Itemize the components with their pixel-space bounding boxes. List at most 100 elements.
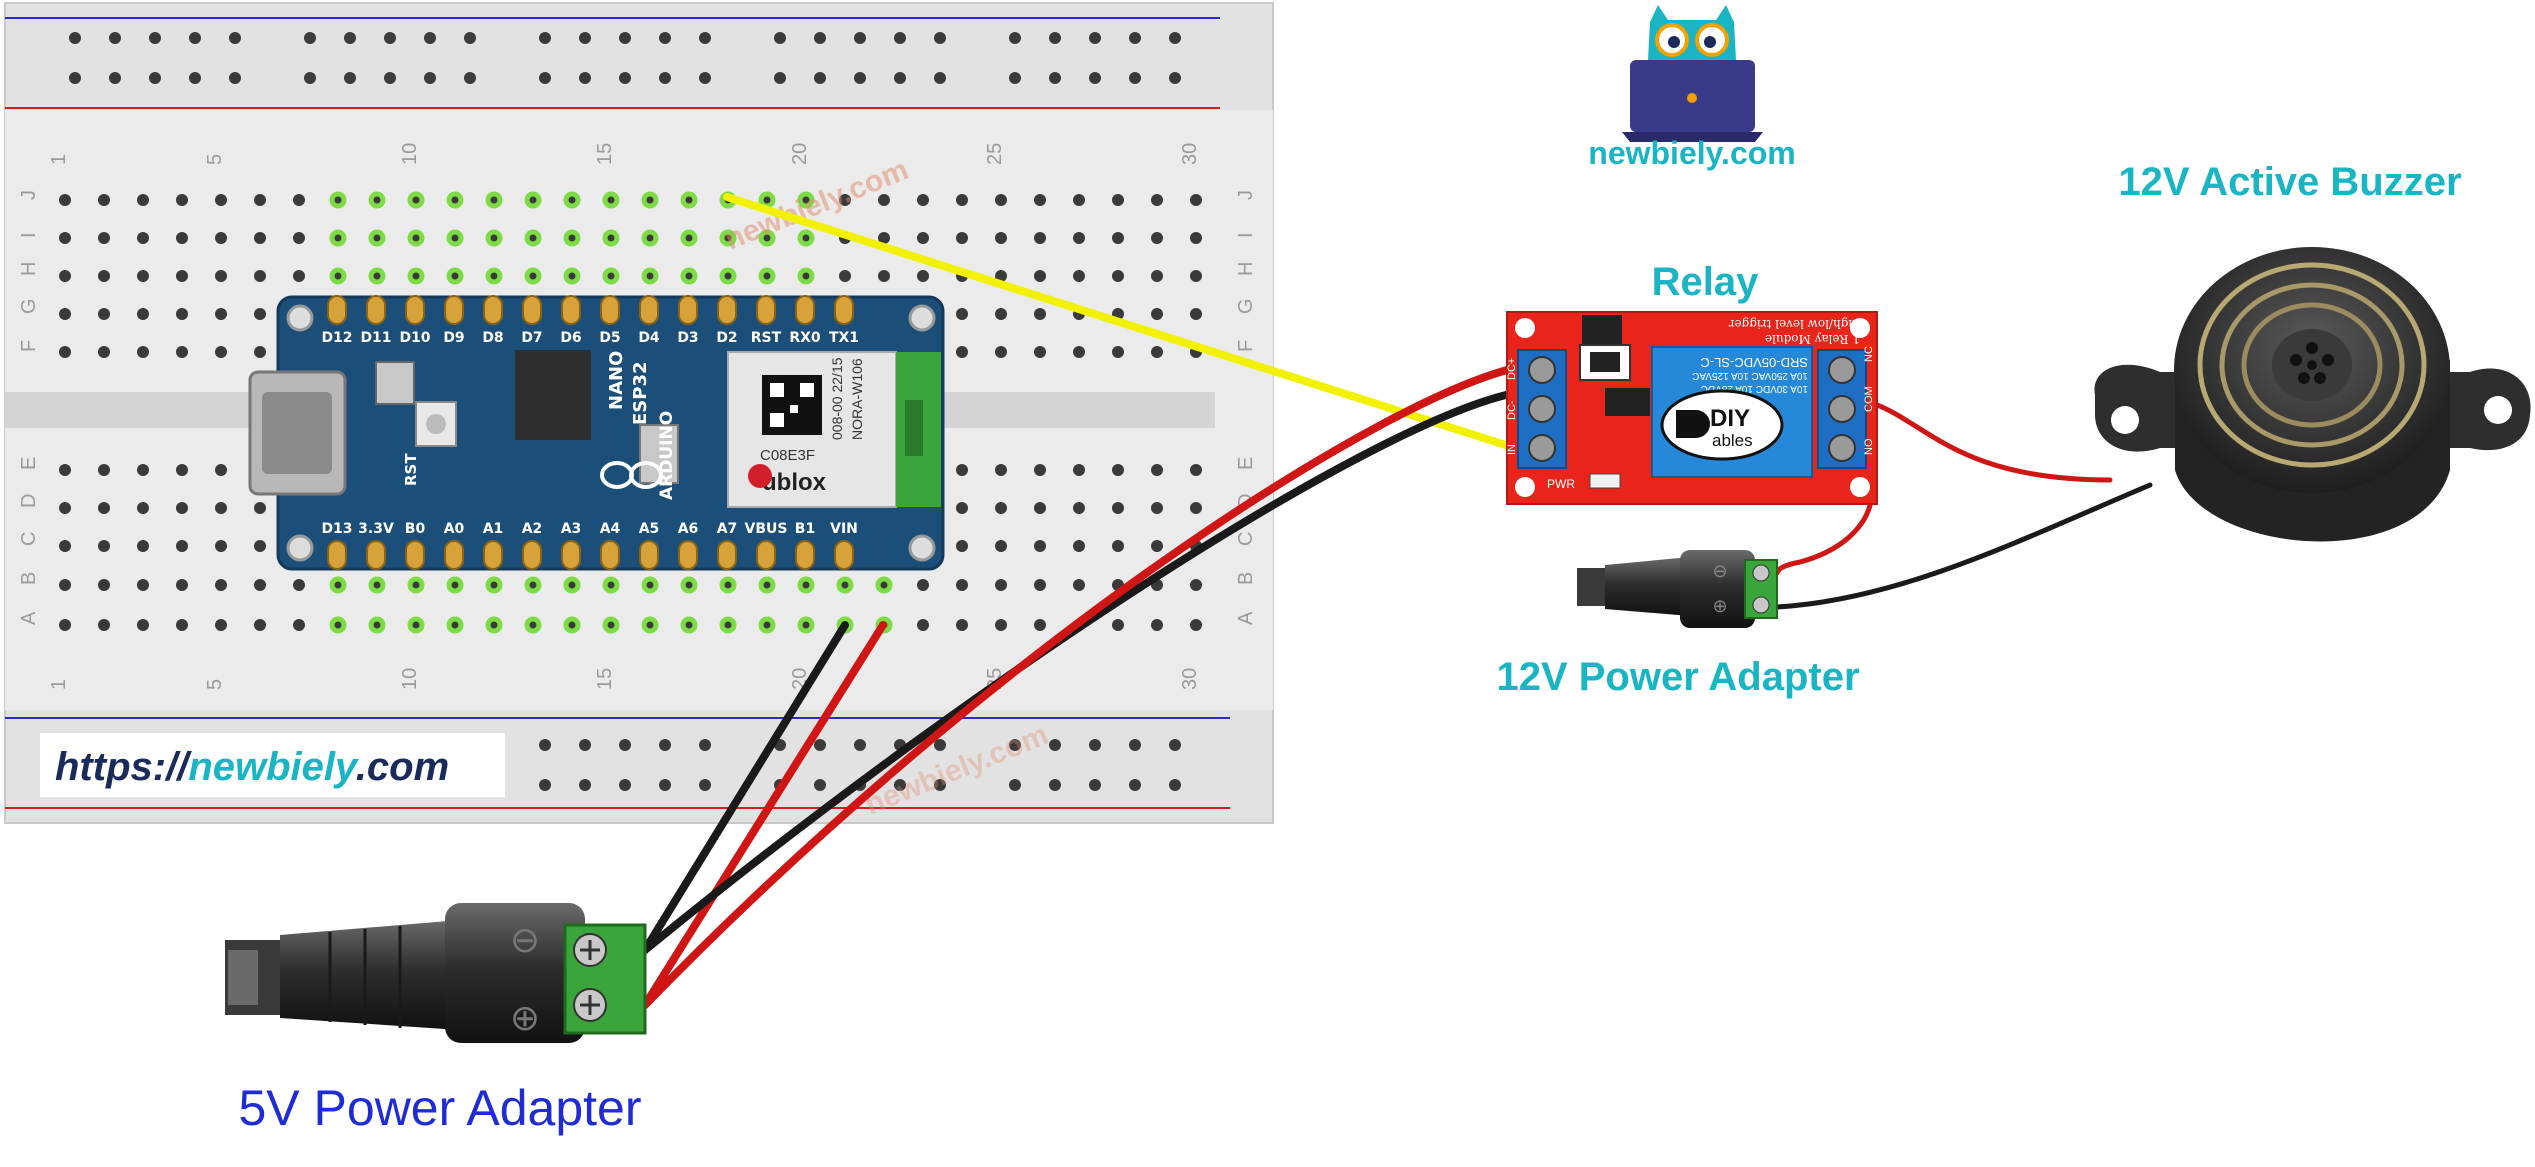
breadboard-hole (1151, 502, 1163, 514)
trigger-jumper (1582, 315, 1622, 345)
breadboard-hole (524, 191, 542, 209)
board-chip-label: ESP32 (630, 361, 651, 425)
breadboard-hole (563, 229, 581, 247)
relay-terminal-nc: NC (1863, 346, 1875, 362)
rail-hole (814, 779, 826, 791)
top-header-pin (483, 295, 503, 325)
breadboard-hole (254, 579, 266, 591)
breadboard-hole (215, 270, 227, 282)
breadboard-hole (59, 619, 71, 631)
top-header-pin (600, 295, 620, 325)
rail-hole (1169, 72, 1181, 84)
bottom-pin-label: 3.3V (358, 521, 394, 537)
breadboard-hole (137, 502, 149, 514)
breadboard-hole (215, 232, 227, 244)
top-pin-label: TX1 (829, 330, 859, 346)
breadboard-hole (254, 346, 266, 358)
top-header-pin (561, 295, 581, 325)
breadboard-hole (98, 232, 110, 244)
row-letter-label: F (18, 340, 40, 352)
breadboard-hole (1151, 194, 1163, 206)
breadboard-hole (956, 346, 968, 358)
breadboard-hole (680, 616, 698, 634)
breadboard-hole (602, 576, 620, 594)
breadboard-hole (641, 576, 659, 594)
breadboard-hole (1151, 346, 1163, 358)
bottom-header-pin (678, 540, 698, 570)
breadboard-hole (524, 267, 542, 285)
breadboard-hole (137, 308, 149, 320)
rail-hole (1169, 32, 1181, 44)
bottom-pin-label: A1 (483, 521, 504, 537)
arduino-logo-icon (600, 461, 663, 489)
top-header-pin (444, 295, 464, 325)
relay-title: Relay (1652, 260, 1759, 304)
rail-hole (1049, 779, 1061, 791)
rail-hole (934, 72, 946, 84)
board-brand: ARDUINO (657, 411, 677, 500)
breadboard-hole (1112, 346, 1124, 358)
breadboard-hole (98, 308, 110, 320)
bottom-pin-label: B0 (405, 521, 426, 537)
module-code-2: 008-00 22/15 (829, 357, 845, 440)
breadboard-hole (446, 576, 464, 594)
row-letter-label: C (1235, 532, 1257, 546)
breadboard-hole (524, 576, 542, 594)
row-letter-label: E (18, 457, 40, 470)
rail-hole (699, 72, 711, 84)
breadboard-hole (1112, 194, 1124, 206)
rail-hole (619, 739, 631, 751)
breadboard-hole (485, 616, 503, 634)
breadboard-hole (680, 267, 698, 285)
relay-spec-1: SRD-05VDC-SL-C (1700, 355, 1808, 370)
breadboard-hole (524, 616, 542, 634)
breadboard-hole (137, 232, 149, 244)
breadboard-hole (995, 619, 1007, 631)
breadboard-hole (1190, 619, 1202, 631)
breadboard-hole (59, 346, 71, 358)
rail-hole (344, 72, 356, 84)
relay-terminal-com: COM (1863, 386, 1875, 412)
rail-hole (579, 739, 591, 751)
breadboard-hole (875, 576, 893, 594)
breadboard-hole (1112, 464, 1124, 476)
breadboard-hole (59, 232, 71, 244)
breadboard-hole (878, 232, 890, 244)
breadboard-hole (878, 194, 890, 206)
top-header-pin (639, 295, 659, 325)
breadboard-hole (176, 502, 188, 514)
breadboard-hole (407, 191, 425, 209)
bottom-header-pin (639, 540, 659, 570)
breadboard-hole (602, 267, 620, 285)
breadboard-hole (368, 229, 386, 247)
top-pin-label: D4 (638, 330, 660, 346)
buzzer (2094, 247, 2531, 542)
breadboard-hole (758, 616, 776, 634)
breadboard-hole (956, 502, 968, 514)
breadboard-hole (137, 270, 149, 282)
rail-hole (579, 72, 591, 84)
rail-hole (69, 72, 81, 84)
breadboard-hole (254, 194, 266, 206)
breadboard-hole (59, 270, 71, 282)
bottom-pin-label: VBUS (745, 521, 788, 537)
row-letter-label: H (18, 262, 40, 276)
relay-terminal-no: NO (1863, 438, 1875, 455)
breadboard-hole (956, 464, 968, 476)
breadboard-hole (485, 191, 503, 209)
breadboard-hole (254, 308, 266, 320)
rail-hole (229, 72, 241, 84)
relay-pin-in: IN (1506, 444, 1518, 455)
relay-pin-dcplus: DC+ (1506, 358, 1518, 380)
breadboard-hole (1034, 619, 1046, 631)
breadboard-hole (1034, 346, 1046, 358)
breadboard-hole (329, 616, 347, 634)
power-12v-minus-icon: ⊖ (1712, 561, 1727, 581)
rail-hole (304, 32, 316, 44)
breadboard-hole (446, 229, 464, 247)
breadboard-hole (1073, 194, 1085, 206)
breadboard-hole (1034, 194, 1046, 206)
breadboard-hole (176, 464, 188, 476)
wire-yellow-signal (723, 193, 1519, 452)
rail-hole (659, 32, 671, 44)
